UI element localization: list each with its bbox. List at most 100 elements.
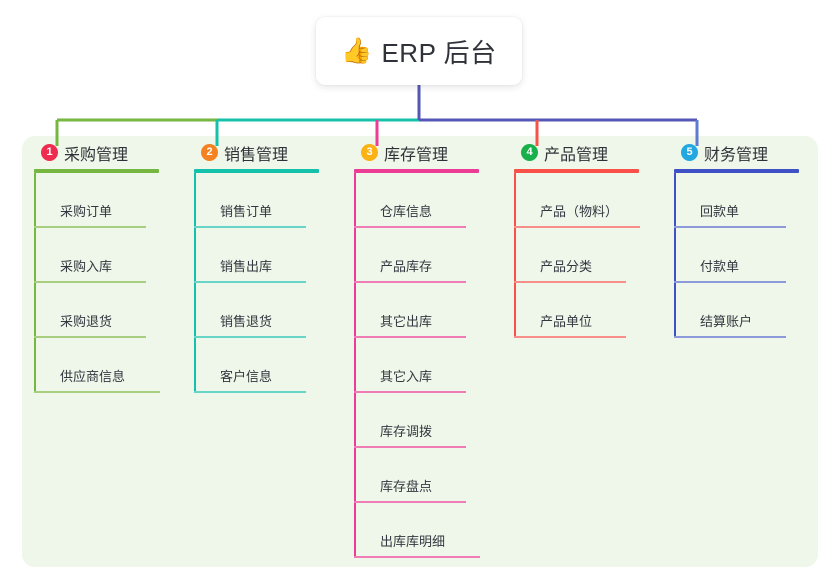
menu-item-underline: [674, 336, 786, 338]
category-badge: 2: [201, 144, 218, 161]
menu-item-underline: [674, 281, 786, 283]
menu-item[interactable]: 产品单位: [514, 283, 662, 338]
menu-item[interactable]: 产品（物料）: [514, 173, 662, 228]
menu-item[interactable]: 客户信息: [194, 338, 342, 393]
menu-item[interactable]: 采购订单: [34, 173, 182, 228]
items-spine: [514, 173, 516, 338]
menu-item-label: 出库库明细: [380, 534, 446, 549]
menu-item-label: 产品分类: [540, 259, 593, 274]
menu-item-underline: [194, 226, 306, 228]
category-items: 产品（物料） 产品分类产品单位: [514, 173, 662, 338]
category-title: 库存管理: [384, 146, 449, 164]
category-header-5[interactable]: 5 财务管理: [662, 136, 822, 169]
menu-item[interactable]: 供应商信息: [34, 338, 182, 393]
menu-item-label: 采购退货: [60, 314, 113, 329]
menu-item[interactable]: 付款单: [674, 228, 822, 283]
category-badge: 1: [41, 144, 58, 161]
menu-item-label: 库存盘点: [380, 479, 433, 494]
menu-item-underline: [34, 281, 146, 283]
menu-item-label: 产品单位: [540, 314, 593, 329]
menu-item[interactable]: 回款单: [674, 173, 822, 228]
menu-item[interactable]: 产品分类: [514, 228, 662, 283]
category-title: 采购管理: [64, 146, 129, 164]
category-title: 财务管理: [704, 146, 769, 164]
menu-item[interactable]: 销售出库: [194, 228, 342, 283]
category-underline: [34, 169, 159, 173]
menu-item-underline: [354, 226, 466, 228]
menu-item[interactable]: 结算账户: [674, 283, 822, 338]
menu-item-underline: [514, 281, 626, 283]
category-header-3[interactable]: 3 库存管理: [342, 136, 502, 169]
category-title: 产品管理: [544, 146, 609, 164]
menu-item-underline: [354, 556, 480, 558]
menu-item[interactable]: 其它入库: [354, 338, 502, 393]
menu-item-underline: [34, 391, 160, 393]
category-items: 销售订单销售出库销售退货客户信息: [194, 173, 342, 393]
category-column-1: 1 采购管理采购订单采购入库采购退货供应商信息: [22, 136, 182, 393]
menu-item[interactable]: 库存调拨: [354, 393, 502, 448]
menu-item-label: 供应商信息: [60, 369, 126, 384]
menu-item-underline: [354, 336, 466, 338]
page-title: ERP 后台: [381, 37, 497, 68]
menu-item-label: 销售出库: [220, 259, 273, 274]
items-spine: [354, 173, 356, 558]
menu-item[interactable]: 库存盘点: [354, 448, 502, 503]
items-spine: [194, 173, 196, 393]
menu-item-label: 采购订单: [60, 204, 113, 219]
category-badge: 3: [361, 144, 378, 161]
items-spine: [674, 173, 676, 338]
menu-item-underline: [354, 501, 466, 503]
menu-item-label: 付款单: [700, 259, 740, 274]
menu-item-label: 销售退货: [220, 314, 273, 329]
category-column-5: 5 财务管理回款单付款单结算账户: [662, 136, 822, 338]
menu-item[interactable]: 其它出库: [354, 283, 502, 338]
thumbs-up-icon: 👍: [341, 36, 373, 65]
category-items: 回款单付款单结算账户: [674, 173, 822, 338]
menu-item[interactable]: 销售订单: [194, 173, 342, 228]
menu-item[interactable]: 采购入库: [34, 228, 182, 283]
menu-item[interactable]: 产品库存: [354, 228, 502, 283]
menu-item-underline: [194, 281, 306, 283]
menu-item-label: 客户信息: [220, 369, 273, 384]
category-underline: [514, 169, 639, 173]
items-spine: [34, 173, 36, 393]
category-badge: 4: [521, 144, 538, 161]
menu-item[interactable]: 仓库信息: [354, 173, 502, 228]
category-column-3: 3 库存管理仓库信息产品库存其它出库其它入库库存调拨库存盘点出库库明细: [342, 136, 502, 558]
menu-item-underline: [194, 336, 306, 338]
category-header-4[interactable]: 4 产品管理: [502, 136, 662, 169]
category-columns: 1 采购管理采购订单采购入库采购退货供应商信息 2 销售管理销售订单销售出库销售退货客…: [22, 136, 818, 567]
menu-item-label: 销售订单: [220, 204, 273, 219]
category-items: 采购订单采购入库采购退货供应商信息: [34, 173, 182, 393]
category-underline: [674, 169, 799, 173]
menu-item-underline: [674, 226, 786, 228]
menu-item[interactable]: 销售退货: [194, 283, 342, 338]
menu-item-underline: [514, 336, 626, 338]
root-node[interactable]: 👍 ERP 后台: [316, 17, 522, 85]
menu-item-label: 回款单: [700, 204, 740, 219]
menu-item-underline: [354, 391, 466, 393]
category-column-2: 2 销售管理销售订单销售出库销售退货客户信息: [182, 136, 342, 393]
menu-item[interactable]: 出库库明细: [354, 503, 502, 558]
category-title: 销售管理: [224, 146, 289, 164]
menu-item-label: 仓库信息: [380, 204, 433, 219]
menu-item-label: 结算账户: [700, 314, 753, 329]
menu-item-label: 其它入库: [380, 369, 433, 384]
category-underline: [194, 169, 319, 173]
category-header-2[interactable]: 2 销售管理: [182, 136, 342, 169]
menu-item-label: 库存调拨: [380, 424, 433, 439]
category-header-1[interactable]: 1 采购管理: [22, 136, 182, 169]
category-column-4: 4 产品管理产品（物料） 产品分类产品单位: [502, 136, 662, 338]
content-panel: [22, 136, 818, 567]
menu-item-label: 产品库存: [380, 259, 433, 274]
category-badge: 5: [681, 144, 698, 161]
menu-item-label: 采购入库: [60, 259, 113, 274]
menu-item-underline: [354, 281, 466, 283]
category-items: 仓库信息产品库存其它出库其它入库库存调拨库存盘点出库库明细: [354, 173, 502, 558]
menu-item-underline: [514, 226, 640, 228]
menu-item[interactable]: 采购退货: [34, 283, 182, 338]
menu-item-underline: [34, 336, 146, 338]
category-underline: [354, 169, 479, 173]
menu-item-label: 产品（物料）: [540, 204, 619, 219]
